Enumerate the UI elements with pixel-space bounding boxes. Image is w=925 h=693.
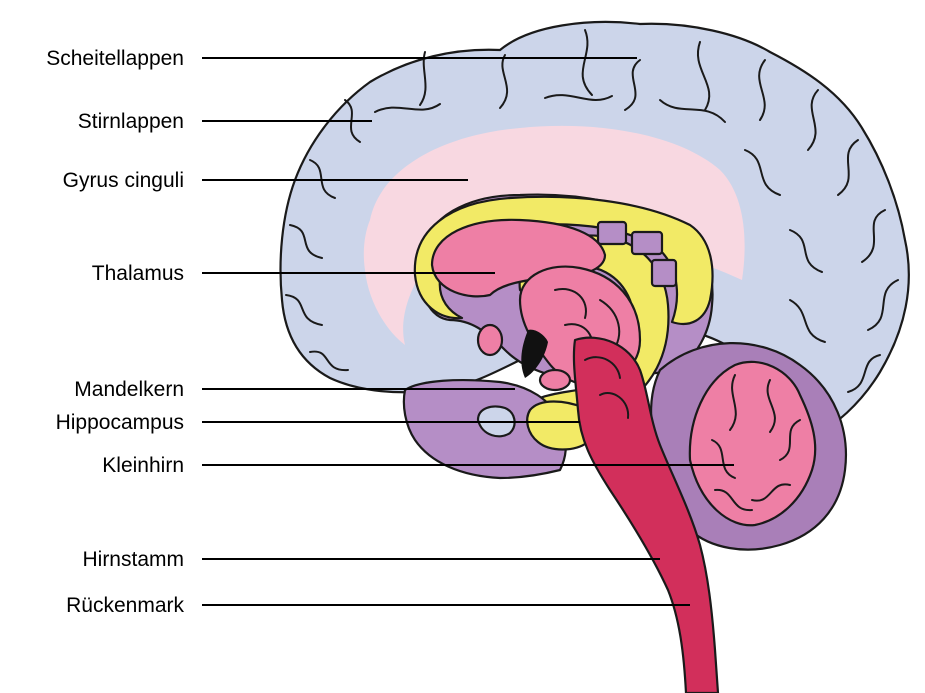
label-hippocampus: Hippocampus (56, 411, 184, 434)
label-stirnlappen: Stirnlappen (78, 110, 184, 133)
label-rueckenmark: Rückenmark (66, 594, 184, 617)
fornix-window (598, 222, 626, 244)
fornix-window (632, 232, 662, 254)
label-gyrus-cinguli: Gyrus cinguli (63, 169, 184, 192)
label-hirnstamm: Hirnstamm (82, 548, 184, 571)
fornix-window (652, 260, 676, 286)
anterior-nucleus (478, 325, 502, 355)
label-mandelkern: Mandelkern (74, 378, 184, 401)
label-scheitellappen: Scheitellappen (46, 47, 184, 70)
label-kleinhirn: Kleinhirn (102, 454, 184, 477)
mammillary-body (540, 370, 570, 390)
label-thalamus: Thalamus (92, 262, 184, 285)
